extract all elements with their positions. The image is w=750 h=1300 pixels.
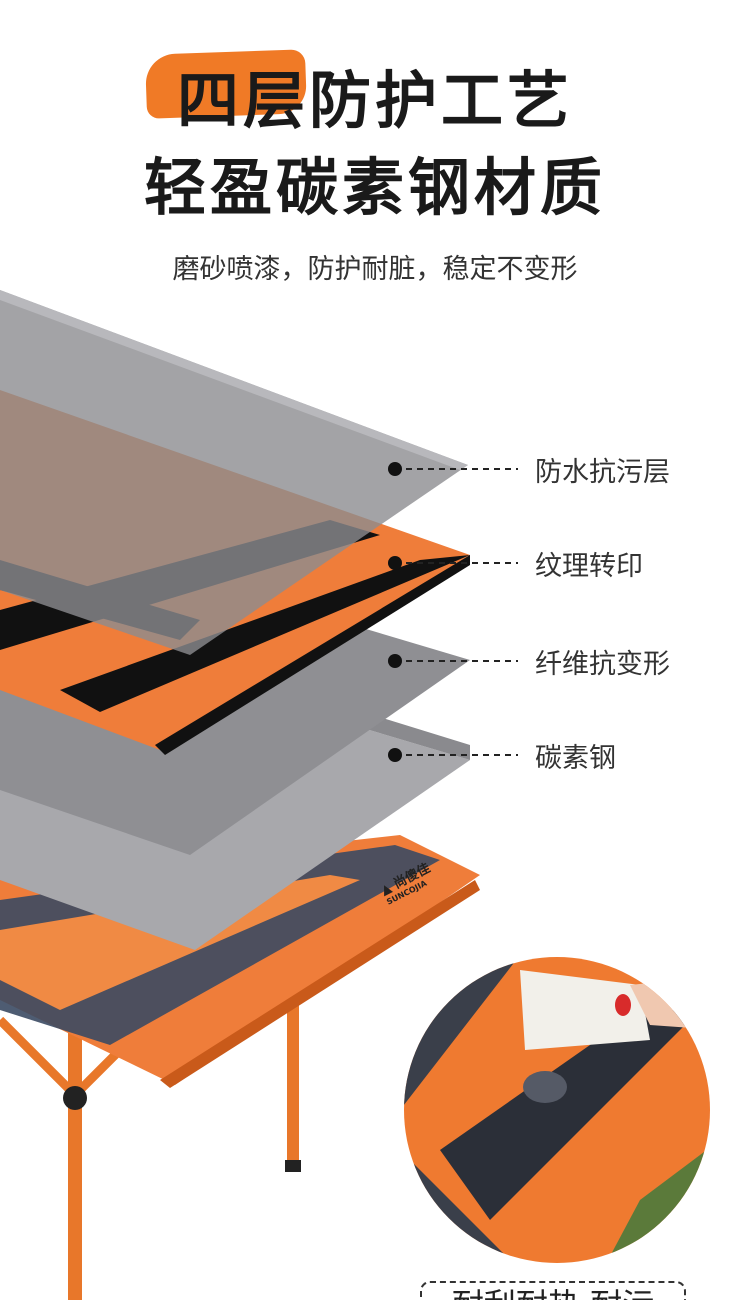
layer-label-texture: 纹理转印 [535, 551, 643, 582]
title-line-2: 轻盈碳素钢材质 [143, 151, 606, 224]
title-line-1: 四层防护工艺 [0, 50, 750, 140]
detail-photo-circle [404, 957, 710, 1263]
title-rest: 防护工艺 [309, 64, 574, 137]
layer-label-fiber: 纤维抗变形 [535, 649, 670, 680]
title-highlight: 四层 [176, 64, 309, 137]
layer-label-waterproof: 防水抗污层 [535, 457, 670, 488]
layer-waterproof [0, 290, 468, 655]
subtitle: 磨砂喷漆，防护耐脏，稳定不变形 [172, 254, 578, 285]
layer-label-steel: 碳素钢 [535, 743, 616, 774]
feature-badge: 耐刮耐热 耐污 [420, 1281, 686, 1300]
